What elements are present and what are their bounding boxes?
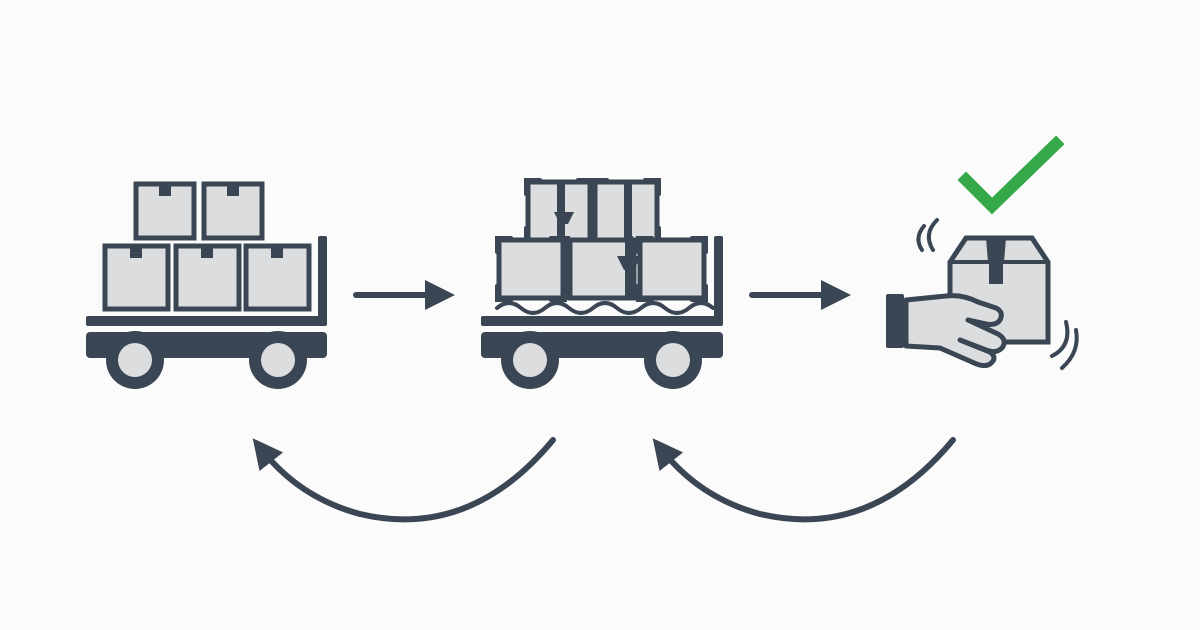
hand-receiving-box-icon [886,218,1079,370]
return-arrow-to-step-1 [252,437,556,523]
cart-with-protected-boxes-icon [481,178,723,389]
cart-with-boxes-icon [86,181,327,389]
checkmark-icon [957,135,1065,215]
return-arrow-to-step-2 [652,437,956,523]
